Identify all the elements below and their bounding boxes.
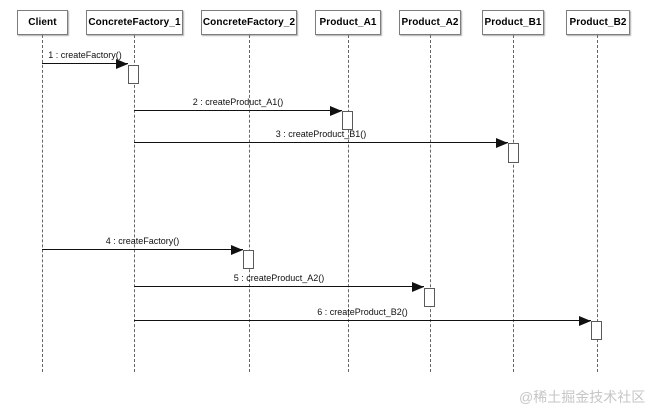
- message-arrowhead-icon: [579, 316, 591, 326]
- participant-box-product-a1: Product_A1: [315, 10, 381, 35]
- participant-box-client: Client: [17, 10, 68, 35]
- message-line-1: [42, 63, 128, 64]
- lifeline-product-a2: [430, 35, 431, 372]
- message-label-4: 4 : createFactory(): [105, 236, 180, 246]
- activation-bar-concretefactory-1: [128, 65, 139, 84]
- message-arrowhead-icon: [412, 282, 424, 292]
- participant-box-product-b2: Product_B2: [566, 10, 630, 35]
- lifeline-concretefactory-2: [249, 35, 250, 372]
- participant-box-concretefactory-1: ConcreteFactory_1: [86, 10, 183, 35]
- message-label-5: 5 : createProduct_A2(): [233, 273, 325, 283]
- participant-name: Product_A1: [319, 17, 377, 28]
- participant-name: Product_B1: [484, 17, 542, 28]
- message-line-2: [134, 110, 342, 111]
- participant-box-product-b1: Product_B1: [482, 10, 544, 35]
- participant-name: ConcreteFactory_1: [88, 17, 181, 28]
- participant-name: Product_B2: [569, 17, 627, 28]
- message-label-1: 1 : createFactory(): [48, 50, 122, 60]
- lifeline-product-a1: [348, 35, 349, 372]
- message-label-2: 2 : createProduct_A1(): [192, 97, 284, 107]
- lifeline-concretefactory-1: [134, 35, 135, 372]
- message-line-5: [134, 286, 424, 287]
- activation-bar-product-b1: [508, 143, 519, 163]
- participant-name: ConcreteFactory_2: [202, 17, 296, 28]
- lifeline-product-b2: [597, 35, 598, 372]
- watermark: @稀土掘金技术社区: [519, 389, 646, 405]
- lifeline-product-b1: [513, 35, 514, 372]
- lifeline-client: [42, 35, 43, 372]
- message-line-3: [134, 142, 508, 143]
- message-line-6: [134, 320, 591, 321]
- participant-name: Client: [28, 17, 57, 28]
- message-line-4: [42, 249, 243, 250]
- message-label-3: 3 : createProduct_B1(): [275, 129, 367, 139]
- message-arrowhead-icon: [330, 106, 342, 116]
- participant-name: Product_A2: [401, 17, 459, 28]
- message-arrowhead-icon: [231, 245, 243, 255]
- activation-bar-product-b2: [591, 321, 602, 340]
- message-arrowhead-icon: [116, 59, 128, 69]
- participant-box-product-a2: Product_A2: [399, 10, 461, 35]
- activation-bar-product-a2: [424, 288, 435, 307]
- activation-bar-concretefactory-2: [243, 250, 254, 269]
- message-arrowhead-icon: [496, 138, 508, 148]
- activation-bar-product-a1: [342, 111, 353, 130]
- message-label-6: 6 : createProduct_B2(): [317, 307, 408, 317]
- participant-box-concretefactory-2: ConcreteFactory_2: [201, 10, 297, 35]
